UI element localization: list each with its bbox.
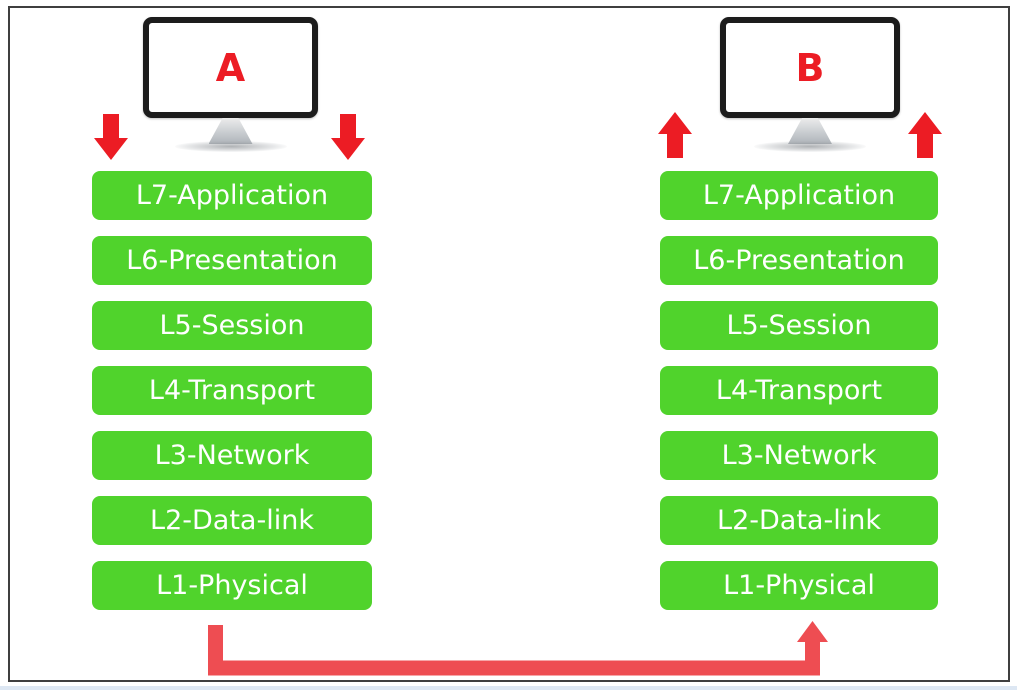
layer-box-l7: L7-Application [660, 171, 938, 220]
down-arrow-icon [94, 114, 128, 160]
node-a-label: A [215, 45, 246, 90]
diagram-border-frame [8, 6, 1010, 682]
layer-box-l2: L2-Data-link [92, 496, 372, 545]
up-arrow-icon [908, 112, 942, 158]
layer-box-l4: L4-Transport [92, 366, 372, 415]
layer-box-l3: L3-Network [660, 431, 938, 480]
layer-box-l3: L3-Network [92, 431, 372, 480]
layer-box-l4: L4-Transport [660, 366, 938, 415]
layer-box-l1: L1-Physical [92, 561, 372, 610]
layer-box-l6: L6-Presentation [92, 236, 372, 285]
layer-box-l7: L7-Application [92, 171, 372, 220]
monitor-base-shadow [174, 141, 287, 152]
node-b-label: B [795, 45, 825, 90]
layer-box-l5: L5-Session [92, 301, 372, 350]
layer-box-l2: L2-Data-link [660, 496, 938, 545]
monitor-screen: B [720, 17, 900, 118]
computer-b-monitor-icon: B [720, 17, 900, 152]
osi-stack-a: L7-Application L6-Presentation L5-Sessio… [92, 171, 372, 610]
bottom-edge-strip [0, 686, 1017, 690]
layer-box-l1: L1-Physical [660, 561, 938, 610]
computer-a-monitor-icon: A [143, 17, 318, 152]
layer-box-l5: L5-Session [660, 301, 938, 350]
monitor-base-shadow [754, 141, 866, 152]
layer-box-l6: L6-Presentation [660, 236, 938, 285]
up-arrow-icon [658, 112, 692, 158]
osi-stack-b: L7-Application L6-Presentation L5-Sessio… [660, 171, 938, 610]
monitor-screen: A [143, 17, 318, 118]
down-arrow-icon [331, 114, 365, 160]
